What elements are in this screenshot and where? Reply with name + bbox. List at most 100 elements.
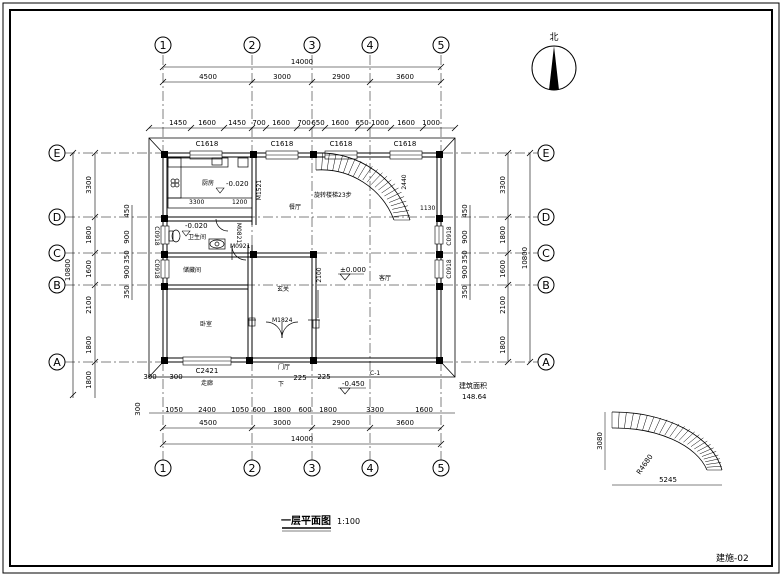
- top-dim: 4500: [199, 73, 217, 81]
- stair-tread: [703, 454, 719, 460]
- stair-tread: [393, 210, 410, 214]
- top-total: 14000: [291, 58, 313, 66]
- axis-right-A: A: [542, 356, 550, 369]
- left-total: 10800: [64, 259, 72, 281]
- stair-tread: [362, 166, 373, 181]
- top-dim: 2900: [332, 73, 350, 81]
- window-label: C1618: [394, 140, 417, 148]
- eave-outline: [148, 137, 456, 378]
- window-labels: C1618 C1618 C1618 C1618 C2421 C0918 C091…: [153, 140, 453, 375]
- window-label: C0918: [153, 259, 160, 279]
- right-total: 10800: [521, 247, 529, 269]
- axis-bottom-1: 1: [160, 462, 167, 475]
- right-dim: 2100: [499, 296, 507, 314]
- room-kitchen: 厨房: [202, 179, 214, 187]
- stair-tread: [386, 191, 402, 200]
- stair-tread: [326, 153, 330, 171]
- stair-tread: [388, 196, 405, 203]
- room-labels: 厨房 餐厅 卫生间 储藏间 卧室 玄关 客厅 门厅 走廊 下: [183, 179, 391, 388]
- axis-bottom-3: 3: [309, 462, 316, 475]
- stair-tread: [648, 416, 655, 432]
- level-mark-kitchen: -0.020: [215, 180, 249, 194]
- window-label: C0918: [153, 226, 160, 246]
- room-bedroom: 卧室: [200, 320, 212, 328]
- stair-detail-dim: R4680: [635, 453, 655, 476]
- stair-tread: [636, 413, 641, 430]
- window-label: C2421: [196, 367, 219, 375]
- stair-detail-dim: 3080: [596, 432, 604, 450]
- left-detail-dim: 900: [123, 265, 131, 278]
- bottom-detail-dim: 600: [298, 406, 311, 414]
- door-label: M0821: [235, 223, 242, 244]
- dimension-ticks: [69, 63, 534, 448]
- axis-left-C: C: [53, 247, 61, 260]
- top-detail-dim: 1450: [228, 119, 246, 127]
- left-detail-dim: 350: [123, 250, 131, 263]
- top-detail-dim: 700: [297, 119, 310, 127]
- stair-tread: [357, 163, 368, 179]
- stair-tread: [659, 419, 668, 434]
- bottom-detail-dim: 3300: [366, 406, 384, 414]
- left-dim: 1800: [85, 371, 93, 389]
- stair-tread: [353, 161, 362, 177]
- stair-tread: [705, 458, 720, 463]
- drawing-title: 一层平面图: [281, 515, 331, 527]
- window-c0918-right-2: [434, 259, 444, 279]
- svg-text:-0.020: -0.020: [226, 180, 249, 188]
- stair-tread: [674, 426, 685, 439]
- stair-tread: [370, 172, 383, 185]
- room-dining: 餐厅: [289, 203, 301, 211]
- north-arrow-icon: 北: [531, 32, 577, 91]
- axis-bottom-5: 5: [438, 462, 445, 475]
- stair-tread: [706, 462, 722, 465]
- bottom-detail-dim: 1600: [415, 406, 433, 414]
- svg-text:±0.000: ±0.000: [340, 266, 366, 274]
- door-label: M0921: [230, 243, 251, 250]
- axis-bottom-2: 2: [249, 462, 256, 475]
- axis-top-4: 4: [367, 39, 374, 52]
- small-dim: 2440: [401, 174, 408, 189]
- stair-tread: [384, 187, 399, 197]
- right-detail-dim: 350: [461, 285, 469, 298]
- axis-left-E: E: [54, 147, 61, 160]
- top-detail-dim: 1000: [422, 119, 440, 127]
- right-detail-dim: 900: [461, 265, 469, 278]
- top-dim: 3600: [396, 73, 414, 81]
- stair-detail-dim: 5245: [659, 476, 677, 484]
- stair-tread: [366, 169, 378, 183]
- bottom-detail-dim: 300: [134, 402, 142, 415]
- axis-top-5: 5: [438, 39, 445, 52]
- small-dim: 1200: [232, 199, 247, 206]
- left-dim: 1600: [85, 260, 93, 278]
- stair-tread: [630, 413, 634, 429]
- left-dim: 1800: [85, 226, 93, 244]
- svg-text:-0.020: -0.020: [185, 222, 208, 230]
- area-value: 148.64: [462, 393, 487, 401]
- left-dim: 2100: [85, 296, 93, 314]
- level-marks: -0.020 -0.020 ±0.000 -0.450: [181, 180, 366, 395]
- bottom-detail-dim: 1800: [273, 406, 291, 414]
- structural-columns: [161, 151, 443, 364]
- window-c2421: [182, 356, 232, 366]
- right-detail-dim: 350: [461, 250, 469, 263]
- axis-top-3: 3: [309, 39, 316, 52]
- stair-tread: [669, 423, 680, 437]
- top-detail-dim: 1000: [371, 119, 389, 127]
- bottom-detail-dim: 225: [293, 374, 306, 382]
- stair-tread: [706, 465, 722, 468]
- down-arrow-label: 下: [278, 381, 284, 388]
- area-note: 建筑面积 148.64: [459, 381, 487, 401]
- stair-tread: [392, 205, 408, 210]
- bottom-detail-dim: 2400: [198, 406, 216, 414]
- top-dim: 3000: [273, 73, 291, 81]
- axis-right-E: E: [543, 147, 550, 160]
- bottom-detail-dim: 1050: [165, 406, 183, 414]
- stair-detail: 3080 5245 R4680: [596, 411, 723, 486]
- right-dim: 1800: [499, 226, 507, 244]
- window-c1618-2: [265, 150, 299, 160]
- top-detail-dim: 1600: [397, 119, 415, 127]
- top-detail-dim: 1600: [331, 119, 349, 127]
- room-corridor: 走廊: [201, 379, 213, 387]
- stair-tread: [378, 179, 392, 191]
